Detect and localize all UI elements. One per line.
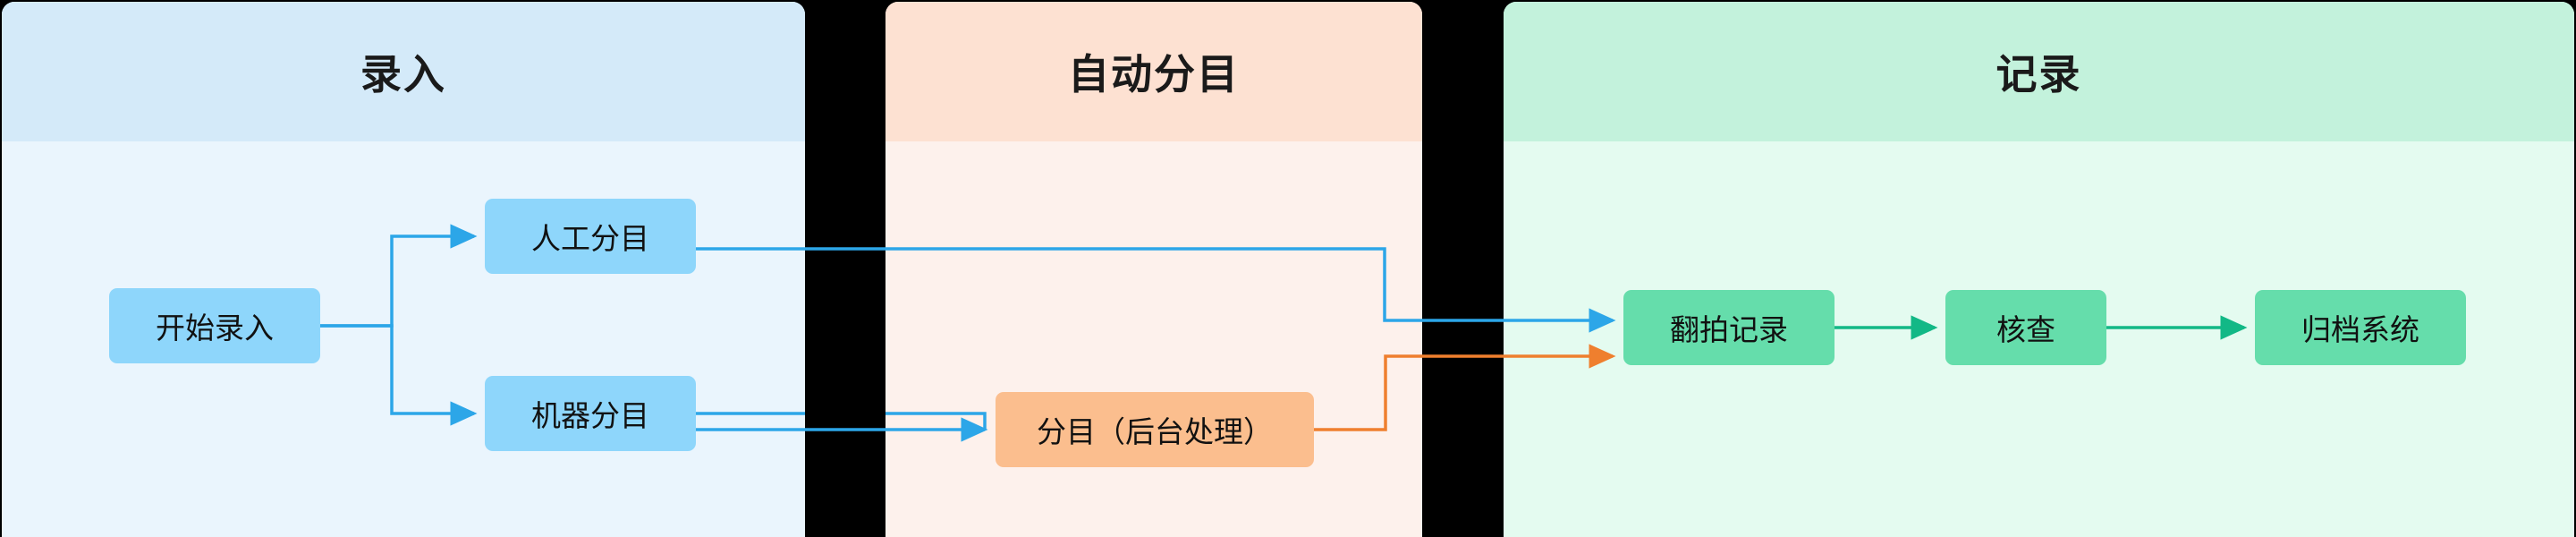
lane-auto-header: 自动分目 [886, 2, 1422, 141]
lane-record-title: 记录 [1996, 51, 2082, 98]
lane-entry-header: 录入 [2, 2, 805, 141]
lane-record-header: 记录 [1504, 2, 2574, 141]
node-verify[interactable]: 核查 [1945, 290, 2106, 365]
lane-auto-title: 自动分目 [1068, 51, 1240, 98]
node-archive-system[interactable]: 归档系统 [2255, 290, 2466, 365]
node-start-entry[interactable]: 开始录入 [109, 288, 320, 363]
node-auto-categorize-background[interactable]: 分目（后台处理） [996, 392, 1314, 467]
lane-gutter-right [1422, 0, 1504, 537]
lane-entry-title: 录入 [360, 51, 446, 98]
lane-record: 记录 [1504, 2, 2574, 537]
lane-gutter-left [805, 0, 886, 537]
lane-auto-body [886, 141, 1422, 537]
node-machine-categorize[interactable]: 机器分目 [485, 376, 696, 451]
node-manual-categorize[interactable]: 人工分目 [485, 199, 696, 274]
node-rephoto-record[interactable]: 翻拍记录 [1623, 290, 1835, 365]
